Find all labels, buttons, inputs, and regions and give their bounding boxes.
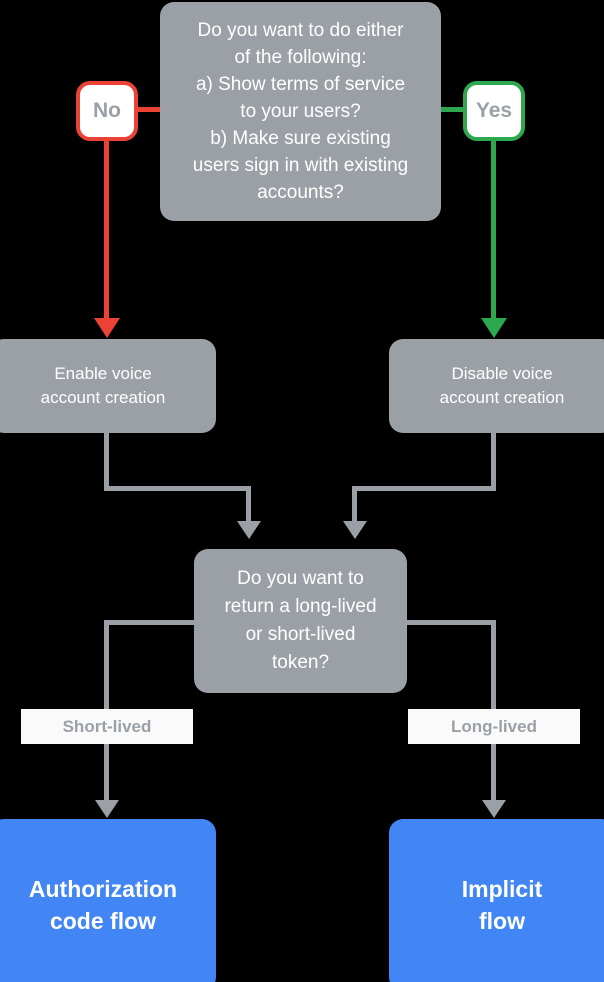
implicit-node-line-2: flow bbox=[479, 908, 525, 934]
disable-node-line-1: Disable voice bbox=[451, 364, 553, 383]
connector-enable-arrowhead bbox=[237, 521, 261, 539]
connector-enable-down bbox=[104, 433, 109, 490]
edge-label-yes: Yes bbox=[463, 81, 525, 141]
edge-label-no: No bbox=[76, 81, 138, 141]
decision-one-line-4: to your users? bbox=[240, 101, 361, 122]
implicit-node-line-1: Implicit bbox=[461, 876, 543, 902]
connector-long-lived-arrowhead bbox=[482, 800, 506, 818]
edge-label-short-lived: Short-lived bbox=[21, 709, 193, 744]
edge-label-long-lived: Long-lived bbox=[408, 709, 580, 744]
edge-label-yes-text: Yes bbox=[475, 99, 513, 122]
auth-node-line-2: code flow bbox=[49, 908, 157, 934]
action-node-disable-voice-account-creation: Disable voice account creation bbox=[389, 339, 604, 433]
auth-node-text: Authorization code flow bbox=[0, 873, 216, 937]
decision-one-line-7: accounts? bbox=[257, 182, 344, 203]
decision-node-terms-or-existing-accounts: Do you want to do either of the followin… bbox=[160, 2, 441, 221]
action-node-enable-voice-account-creation: Enable voice account creation bbox=[0, 339, 216, 433]
edge-label-no-text: No bbox=[93, 99, 121, 122]
connector-enable-horizontal bbox=[104, 486, 251, 491]
connector-short-lived-arrowhead bbox=[95, 800, 119, 818]
connector-disable-arrowhead bbox=[343, 521, 367, 539]
decision-two-text: Do you want to return a long-lived or sh… bbox=[194, 565, 407, 677]
edge-label-short-lived-text: Short-lived bbox=[62, 716, 152, 736]
connector-no-to-enable-line bbox=[104, 141, 109, 320]
decision-one-line-6: users sign in with existing bbox=[192, 155, 409, 176]
implicit-node-text: Implicit flow bbox=[389, 873, 604, 937]
connector-disable-horizontal bbox=[352, 486, 496, 491]
decision-two-line-2: return a long-lived bbox=[224, 596, 377, 617]
connector-no-stem-horizontal bbox=[138, 107, 162, 112]
connector-no-to-enable-arrowhead bbox=[94, 318, 120, 338]
connector-yes-stem-horizontal bbox=[439, 107, 463, 112]
disable-node-line-2: account creation bbox=[439, 388, 565, 407]
connector-short-lived-horizontal bbox=[104, 620, 198, 625]
decision-one-line-5: b) Make sure existing bbox=[210, 128, 391, 149]
decision-node-token-lifetime: Do you want to return a long-lived or sh… bbox=[194, 549, 407, 693]
edge-label-long-lived-text: Long-lived bbox=[451, 716, 537, 736]
decision-one-line-1: Do you want to do either bbox=[197, 20, 404, 41]
connector-disable-into-decision bbox=[352, 486, 357, 523]
decision-one-text: Do you want to do either of the followin… bbox=[160, 17, 441, 206]
connector-disable-down bbox=[491, 433, 496, 490]
auth-node-line-1: Authorization bbox=[28, 876, 178, 902]
result-node-implicit-flow: Implicit flow bbox=[389, 819, 604, 982]
decision-one-line-3: a) Show terms of service bbox=[195, 74, 406, 95]
enable-node-line-1: Enable voice bbox=[54, 364, 152, 383]
enable-node-text: Enable voice account creation bbox=[0, 362, 216, 410]
result-node-authorization-code-flow: Authorization code flow bbox=[0, 819, 216, 982]
disable-node-text: Disable voice account creation bbox=[389, 362, 604, 410]
decision-two-line-4: token? bbox=[271, 652, 330, 673]
connector-yes-to-disable-line bbox=[491, 141, 496, 320]
decision-one-line-2: of the following: bbox=[234, 47, 367, 68]
decision-two-line-1: Do you want to bbox=[237, 568, 364, 589]
decision-two-line-3: or short-lived bbox=[245, 624, 356, 645]
connector-yes-to-disable-arrowhead bbox=[481, 318, 507, 338]
connector-long-lived-horizontal bbox=[403, 620, 496, 625]
connector-enable-into-decision bbox=[246, 486, 251, 523]
enable-node-line-2: account creation bbox=[40, 388, 166, 407]
